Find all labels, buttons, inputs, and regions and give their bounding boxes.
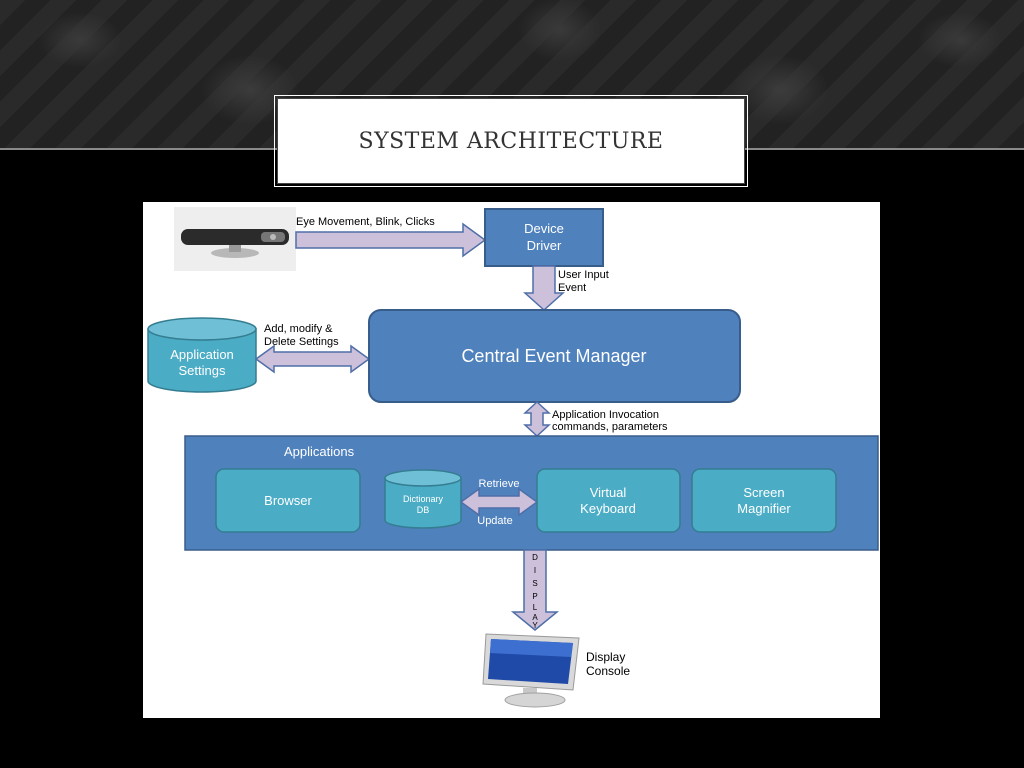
applications-title: Applications	[284, 444, 355, 459]
application-settings-line1: Application	[170, 347, 234, 362]
invocation-label-2: commands, parameters	[552, 421, 668, 433]
dictionary-db-line1: Dictionary	[403, 494, 444, 504]
screen-magnifier-line2: Magnifier	[737, 501, 791, 516]
display-letter-d: D	[532, 553, 538, 562]
user-input-label-1: User Input	[558, 269, 609, 281]
application-settings-db	[147, 317, 257, 393]
display-letter-l: L	[533, 603, 538, 612]
central-event-manager-label: Central Event Manager	[461, 346, 646, 366]
settings-double-arrow	[254, 344, 371, 374]
invocation-double-arrow	[523, 400, 551, 438]
device-driver-line1: Device	[524, 221, 564, 236]
application-settings-line2: Settings	[179, 363, 226, 378]
screen-magnifier-line1: Screen	[743, 485, 784, 500]
eye-tracker-image	[174, 207, 296, 271]
display-letter-p: P	[532, 592, 537, 601]
retrieve-label: Retrieve	[479, 478, 520, 490]
input-arrow	[295, 222, 487, 258]
display-console-line1: Display	[586, 650, 625, 664]
invocation-label-1: Application Invocation	[552, 409, 659, 421]
title-box: SYSTEM ARCHITECTURE	[274, 95, 748, 187]
dictionary-db	[384, 469, 462, 529]
display-letter-s: S	[532, 579, 537, 588]
user-input-label-2: Event	[558, 282, 586, 294]
user-input-arrow	[523, 265, 565, 312]
display-letter-a: A	[532, 613, 538, 622]
virtual-keyboard-line1: Virtual	[590, 485, 627, 500]
virtual-keyboard-box	[536, 468, 681, 533]
slide-title: SYSTEM ARCHITECTURE	[358, 128, 664, 154]
device-driver-line2: Driver	[527, 238, 562, 253]
dictionary-db-line2: DB	[417, 505, 430, 515]
monitor-icon	[482, 633, 580, 708]
display-letter-y: Y	[532, 621, 538, 630]
virtual-keyboard-line2: Keyboard	[580, 501, 636, 516]
display-letter-i: I	[534, 566, 536, 575]
screen-magnifier-box	[691, 468, 837, 533]
update-label: Update	[477, 515, 512, 527]
display-console-line2: Console	[586, 664, 630, 678]
browser-label: Browser	[264, 493, 312, 508]
central-event-manager-box	[368, 309, 741, 403]
browser-box	[215, 468, 361, 533]
display-letters: D I S P L A Y	[532, 553, 538, 630]
device-driver-box	[484, 208, 604, 267]
architecture-diagram: Eye Movement, Blink, Clicks Device Drive…	[143, 202, 880, 718]
settings-label-1: Add, modify &	[264, 323, 333, 335]
settings-label-2: Delete Settings	[264, 336, 339, 348]
input-label: Eye Movement, Blink, Clicks	[296, 216, 435, 228]
display-arrow	[510, 549, 560, 631]
